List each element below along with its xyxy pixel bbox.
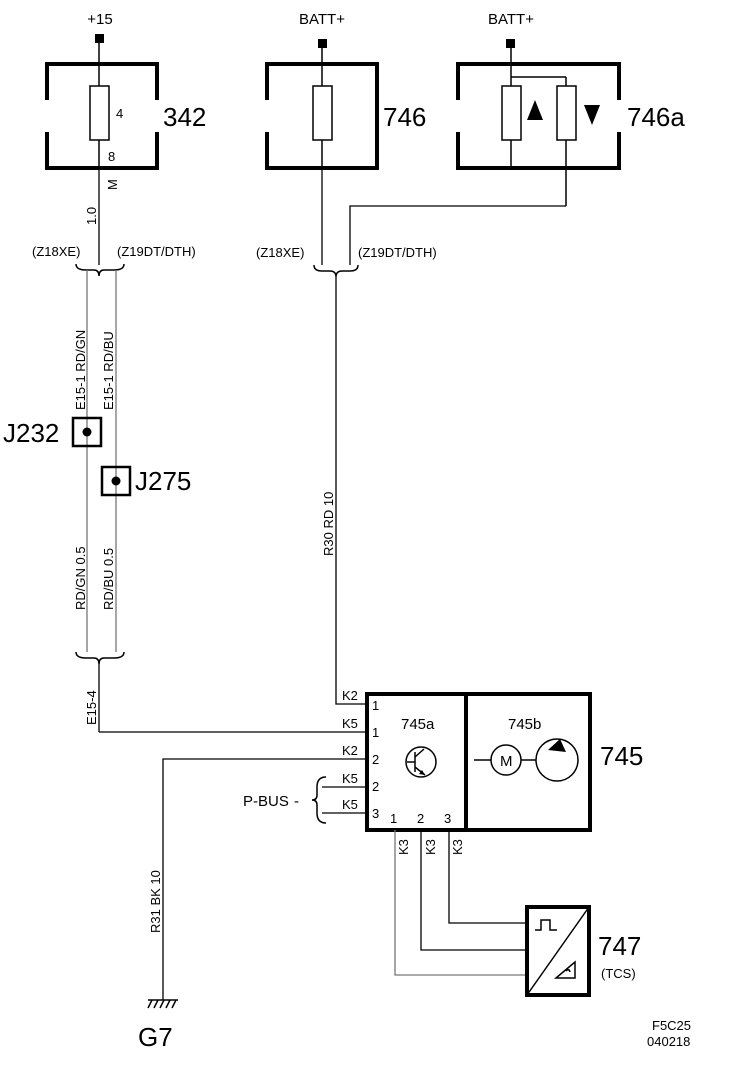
supply-batt-label-2: BATT+	[488, 11, 534, 28]
control-unit-745-label: 745	[600, 741, 643, 771]
variant-brace-left-top	[75, 263, 125, 277]
pin-left-2a: 2	[372, 752, 379, 767]
splice-j275-label: J275	[135, 466, 191, 496]
supply-terminal-batt-2	[506, 39, 515, 48]
connector-k5-b: K5	[342, 771, 358, 786]
variant-brace-left-bottom	[75, 651, 125, 665]
fuse-342-pin-4: 4	[116, 106, 123, 121]
wire-k3-2	[420, 830, 527, 951]
pbus-brace	[311, 776, 327, 824]
pbus-dash: -	[294, 793, 299, 810]
sensor-747-label: 747	[598, 931, 641, 961]
wire-746a-out	[349, 205, 566, 265]
connector-k3-b: K3	[423, 839, 438, 855]
splice-j275	[100, 465, 132, 497]
control-unit-745b-label: 745b	[508, 716, 541, 733]
fuse-342-pin-8: 8	[108, 149, 115, 164]
ground-g7-icon	[147, 999, 178, 1009]
wire-label-rdgn-top: E15-1 RD/GN	[73, 330, 88, 410]
wire-label-r31: R31 BK 10	[148, 870, 163, 933]
wire-label-m: M	[105, 179, 120, 190]
connector-k3-c: K3	[450, 839, 465, 855]
connector-k2-a: K2	[342, 688, 358, 703]
sensor-747-diagonal	[526, 906, 590, 996]
fuse-746a	[456, 48, 621, 206]
splice-j232-label: J232	[3, 418, 59, 448]
pin-left-2b: 2	[372, 779, 379, 794]
supply-15-label: +15	[87, 11, 112, 28]
splice-j275-dot	[111, 476, 121, 486]
diagram-date-code: 040218	[647, 1034, 690, 1049]
connector-k5-c: K5	[342, 797, 358, 812]
wire-label-rdbu-bottom: RD/BU 0.5	[101, 548, 116, 610]
supply-batt-label-1: BATT+	[299, 11, 345, 28]
diagram-code: F5C25	[652, 1018, 691, 1033]
connector-k2-b: K2	[342, 743, 358, 758]
variant-z18xe-mid: (Z18XE)	[256, 245, 304, 260]
motor-pump-icon	[474, 738, 579, 782]
connector-k5-a: K5	[342, 716, 358, 731]
pbus-label: P-BUS	[243, 793, 289, 810]
pin-left-3: 3	[372, 806, 379, 821]
pulse-signal-icon	[535, 919, 557, 931]
control-unit-745	[365, 692, 592, 832]
variant-brace-mid	[313, 264, 359, 278]
wire-k3-1	[394, 830, 527, 976]
supply-terminal-batt-1	[318, 39, 327, 48]
wire-r31	[162, 758, 367, 1000]
motor-label: M	[500, 753, 513, 770]
pin-bottom-1: 1	[390, 811, 397, 826]
wire-label-rdgn-bottom: RD/GN 0.5	[73, 546, 88, 610]
variant-z18xe-left: (Z18XE)	[32, 244, 80, 259]
pin-bottom-2: 2	[417, 811, 424, 826]
fuse-746-label: 746	[383, 102, 426, 132]
wire-label-1-0: 1.0	[84, 207, 99, 225]
analog-signal-icon	[553, 960, 576, 979]
wire-label-rdbu-top: E15-1 RD/BU	[101, 331, 116, 410]
splice-j232	[71, 416, 103, 448]
fuse-342	[45, 43, 159, 170]
wire-k3-3	[448, 830, 527, 924]
wire-label-e15-4: E15-4	[84, 690, 99, 725]
wire-label-r30: R30 RD 10	[321, 492, 336, 556]
pin-left-1a: 1	[372, 698, 379, 713]
fuse-down-arrow-icon	[584, 105, 600, 125]
fuse-746	[265, 48, 379, 170]
connector-k3-a: K3	[396, 839, 411, 855]
control-unit-745a-label: 745a	[401, 716, 435, 733]
splice-j232-dot	[82, 427, 92, 437]
pump-arrow-icon	[548, 739, 566, 752]
fuse-746a-label: 746a	[627, 102, 685, 132]
fuse-up-arrow-icon	[527, 100, 543, 120]
supply-terminal-15	[95, 34, 104, 43]
variant-z19dt-left: (Z19DT/DTH)	[117, 244, 196, 259]
ground-g7-label: G7	[138, 1022, 173, 1052]
pin-bottom-3: 3	[444, 811, 451, 826]
pin-left-1b: 1	[372, 725, 379, 740]
fuse-342-label: 342	[163, 102, 206, 132]
transistor-icon	[405, 746, 437, 778]
wire-r30	[335, 277, 367, 705]
variant-z19dt-mid: (Z19DT/DTH)	[358, 245, 437, 260]
sensor-747-sublabel: (TCS)	[601, 966, 636, 981]
sensor-747	[525, 905, 591, 997]
